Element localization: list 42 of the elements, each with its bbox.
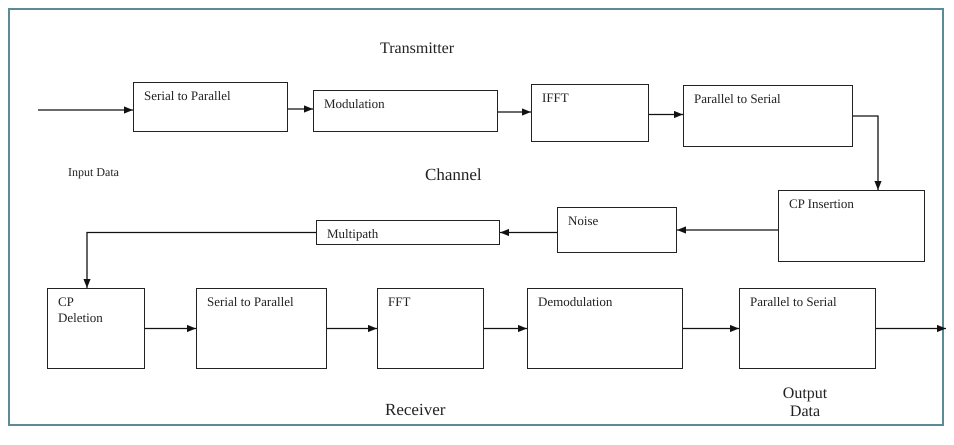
section-heading: Transmitter	[380, 40, 454, 58]
arrow	[649, 110, 683, 118]
box-label: Multipath	[327, 226, 380, 242]
box-label: CP Deletion	[58, 294, 104, 326]
process-box	[133, 82, 288, 132]
process-box	[47, 288, 145, 369]
arrow	[853, 115, 882, 190]
box-label: IFFT	[542, 90, 570, 106]
process-box	[377, 288, 484, 369]
process-box	[313, 90, 498, 132]
arrow	[145, 324, 196, 332]
arrow	[500, 228, 557, 236]
arrow	[677, 226, 778, 234]
process-box	[531, 84, 649, 142]
input-label: Input Data	[68, 165, 119, 180]
output-label: Output Data	[782, 385, 828, 421]
arrow	[83, 232, 316, 288]
arrow	[876, 324, 946, 332]
box-label: Demodulation	[538, 294, 614, 310]
section-heading: Channel	[425, 165, 482, 185]
process-box	[527, 288, 683, 369]
box-label: CP Insertion	[789, 196, 855, 212]
arrow	[683, 324, 739, 332]
arrow	[288, 105, 313, 113]
arrow	[498, 108, 531, 116]
box-label: Modulation	[324, 96, 386, 112]
box-label: FFT	[388, 294, 412, 310]
box-label: Parallel to Serial	[750, 294, 838, 310]
process-box	[683, 85, 853, 147]
process-box	[739, 288, 876, 369]
section-heading: Receiver	[385, 400, 446, 420]
box-label: Noise	[568, 213, 600, 229]
process-box	[316, 220, 500, 245]
box-label: Serial to Parallel	[144, 88, 232, 104]
process-box	[196, 288, 327, 369]
process-box	[778, 190, 925, 262]
box-label: Serial to Parallel	[207, 294, 294, 310]
arrow	[484, 324, 527, 332]
arrow	[327, 324, 377, 332]
arrow	[38, 106, 133, 114]
box-label: Parallel to Serial	[694, 91, 782, 107]
process-box	[557, 207, 677, 253]
